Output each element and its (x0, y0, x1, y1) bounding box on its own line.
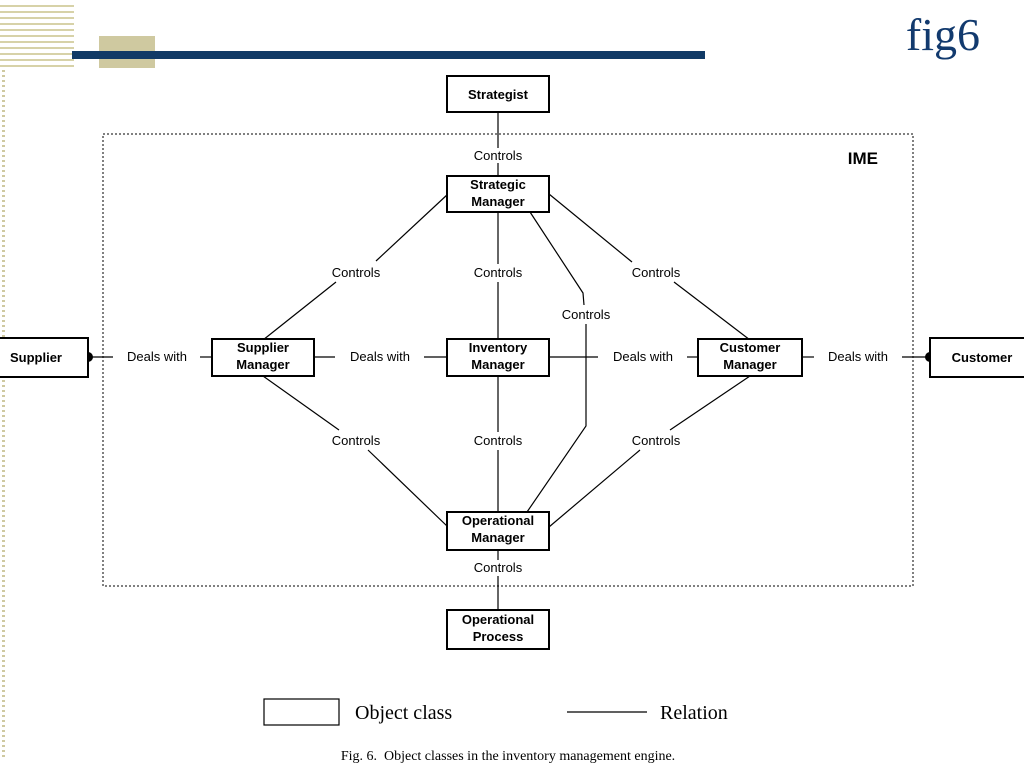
ime-boundary-label: IME (848, 149, 878, 168)
node-customer: Customer (929, 337, 1024, 378)
relation-label-supplier-operational-controls: Controls (332, 433, 381, 448)
relation-label-strategic-supplier-controls: Controls (332, 265, 381, 280)
relation-label-suppliermgr-inventory-deals-with: Deals with (350, 349, 410, 364)
node-operational-process-label-line1: Operational (462, 612, 534, 627)
edge-strategic-operational-direct-lower (526, 324, 587, 513)
node-operational-manager-label-line1: Operational (462, 513, 534, 528)
relation-label-customer-deals-with: Deals with (828, 349, 888, 364)
edge-strategic-supplier-upper (375, 193, 449, 262)
relation-label-operational-process-controls: Controls (474, 560, 523, 575)
legend-relation-label: Relation (660, 702, 728, 724)
relation-label-strategic-inventory-controls: Controls (474, 265, 523, 280)
ime-boundary (102, 133, 914, 587)
node-inventory-manager: Inventory Manager (446, 338, 550, 377)
node-customer-manager-label-line2: Manager (723, 357, 776, 372)
node-operational-manager-label-line2: Manager (471, 530, 524, 545)
relation-label-strategist-controls: Controls (474, 148, 523, 163)
node-supplier-manager: Supplier Manager (211, 338, 315, 377)
edge-customer-operational-upper (669, 375, 751, 431)
edge-supplier-operational-upper (262, 375, 340, 431)
node-strategist-label: Strategist (468, 87, 529, 102)
node-strategist: Strategist (446, 75, 550, 113)
node-supplier: Supplier (0, 337, 89, 378)
node-strategic-manager: Strategic Manager (446, 175, 550, 213)
figure-caption: Fig. 6. Object classes in the inventory … (341, 749, 675, 764)
relation-label-strategic-operational-controls: Controls (562, 307, 611, 322)
node-supplier-manager-label-line2: Manager (236, 357, 289, 372)
node-inventory-manager-label-line2: Manager (471, 357, 524, 372)
header-bar-decoration (72, 51, 705, 59)
node-customer-label: Customer (952, 350, 1013, 365)
edge-strategic-customer-lower (673, 281, 751, 341)
node-inventory-manager-label-line1: Inventory (469, 340, 528, 355)
relation-label-inventory-customermgr-deals-with: Deals with (613, 349, 673, 364)
slide-title: fig6 (905, 9, 980, 60)
relation-label-supplier-deals-with: Deals with (127, 349, 187, 364)
node-supplier-manager-label-line1: Supplier (237, 340, 289, 355)
node-operational-process: Operational Process (446, 609, 550, 650)
left-dotted-border-decoration (2, 70, 5, 760)
edge-customer-operational-lower (548, 449, 641, 528)
node-customer-manager: Customer Manager (697, 338, 803, 377)
legend-object-class-swatch (263, 698, 340, 726)
node-strategic-manager-label-line1: Strategic (470, 177, 526, 192)
relation-label-customer-operational-controls: Controls (632, 433, 681, 448)
legend-object-class-label: Object class (355, 702, 452, 724)
node-strategic-manager-label-line2: Manager (471, 194, 524, 209)
node-operational-process-label-line2: Process (473, 629, 524, 644)
legend: Object class Relation (263, 698, 728, 726)
edge-strategic-operational-direct-upper (529, 211, 585, 306)
edge-strategic-supplier-lower (262, 281, 337, 341)
edge-strategic-customer-upper (548, 193, 633, 263)
node-supplier-label: Supplier (10, 350, 62, 365)
edge-supplier-operational-lower (367, 449, 449, 528)
node-customer-manager-label-line1: Customer (720, 340, 781, 355)
header-stripes-decoration (0, 5, 74, 67)
relation-label-inventory-operational-controls: Controls (474, 433, 523, 448)
node-operational-manager: Operational Manager (446, 511, 550, 551)
relation-label-strategic-customer-controls: Controls (632, 265, 681, 280)
